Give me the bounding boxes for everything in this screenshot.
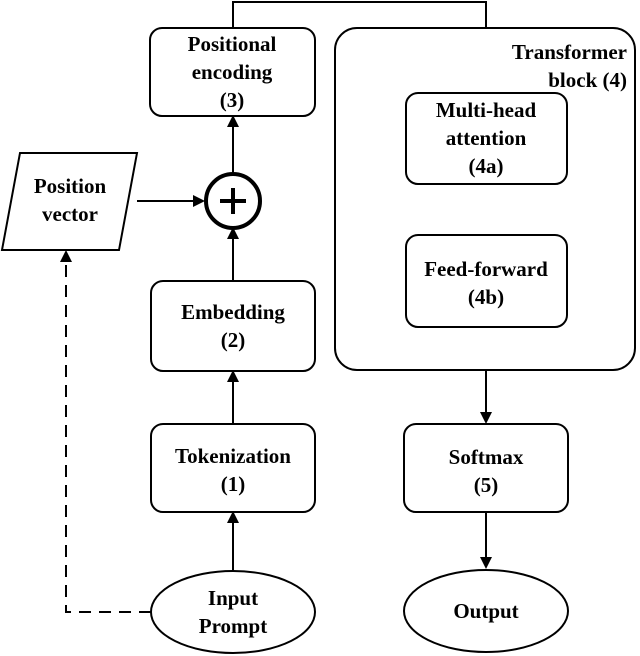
position-vector-line1: Position — [34, 174, 107, 198]
embedding-box — [150, 280, 316, 372]
positional-encoding-line3: (3) — [220, 88, 245, 112]
softmax-box — [403, 423, 569, 513]
tokenization-line2: (1) — [221, 472, 246, 496]
embedding-line2: (2) — [221, 328, 246, 352]
embedding-line1: Embedding — [181, 300, 285, 324]
embedding-node: Embedding (2) — [150, 280, 316, 372]
input-prompt-line1: Input — [208, 586, 258, 610]
multi-head-attention-line2: attention — [446, 126, 527, 150]
positional-encoding-box — [149, 27, 316, 117]
input-prompt-ellipse — [150, 570, 316, 654]
tokenization-line1: Tokenization — [175, 444, 291, 468]
multi-head-attention-box — [405, 92, 568, 185]
multi-head-attention-line3: (4a) — [469, 154, 504, 178]
multi-head-attention-node: Multi-head attention (4a) — [405, 92, 568, 185]
positional-encoding-line1: Positional — [188, 32, 277, 56]
feed-forward-line1: Feed-forward — [424, 257, 548, 281]
sum-node — [204, 172, 262, 230]
output-label: Output — [453, 599, 518, 623]
transformer-block-title: Transformer — [512, 40, 627, 64]
feed-forward-box — [405, 234, 568, 328]
feed-forward-node: Feed-forward (4b) — [405, 234, 568, 328]
feed-forward-line2: (4b) — [468, 285, 504, 309]
positional-encoding-node: Positional encoding (3) — [149, 27, 316, 117]
input-prompt-node: Input Prompt — [150, 570, 316, 654]
transformer-block-subtitle: block (4) — [548, 68, 627, 92]
output-node: Output — [403, 569, 569, 653]
softmax-line2: (5) — [474, 473, 499, 497]
output-ellipse — [403, 569, 569, 653]
multi-head-attention-line1: Multi-head — [436, 98, 537, 122]
position-vector-shape — [0, 152, 139, 251]
position-vector-node: Position vector — [0, 152, 139, 251]
tokenization-node: Tokenization (1) — [150, 423, 316, 513]
input-prompt-line2: Prompt — [199, 614, 267, 638]
edge-input-to-position-vector — [60, 250, 151, 613]
position-vector-line2: vector — [42, 202, 98, 226]
softmax-line1: Softmax — [449, 445, 524, 469]
positional-encoding-line2: encoding — [192, 60, 273, 84]
tokenization-box — [150, 423, 316, 513]
softmax-node: Softmax (5) — [403, 423, 569, 513]
